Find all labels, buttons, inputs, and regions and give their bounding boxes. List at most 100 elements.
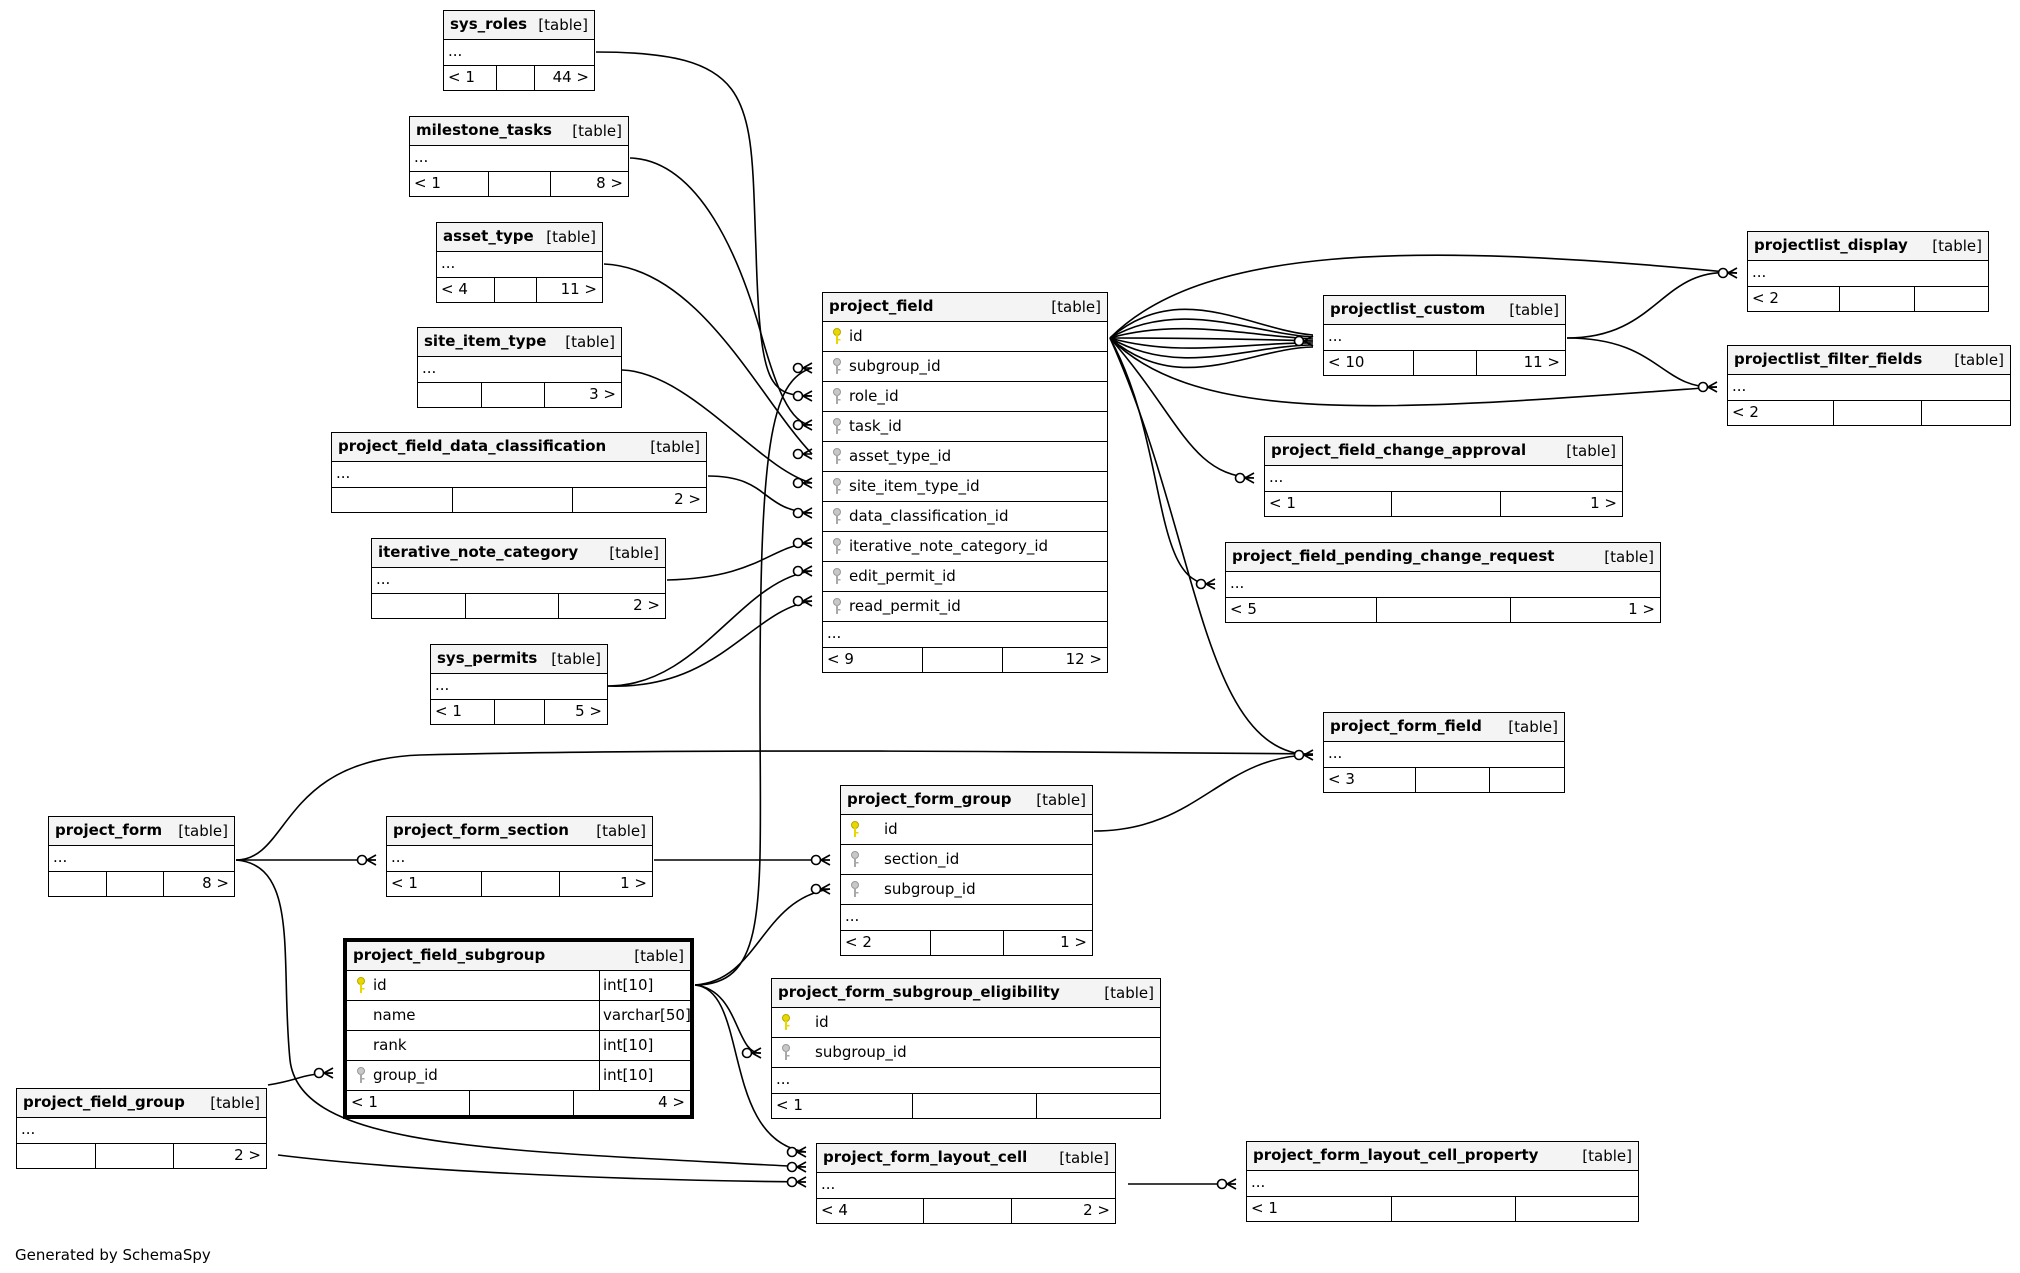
table-iterative-note-category[interactable]: iterative_note_category [table] ... 2 > xyxy=(371,538,666,619)
relationship-line xyxy=(666,542,813,581)
column-divider xyxy=(599,1031,600,1060)
relationship-line xyxy=(595,51,813,397)
table-project-form-group[interactable]: project_form_group [table] id section_id… xyxy=(840,785,1093,956)
table-project-form-field[interactable]: project_form_field [table] ... < 3 xyxy=(1323,712,1565,793)
cardinality-many-marker xyxy=(1216,1178,1237,1190)
footer-parents: < 3 xyxy=(1328,770,1355,788)
table-project-form-subgroup-eligibility[interactable]: project_form_subgroup_eligibility [table… xyxy=(771,978,1161,1119)
table-header: milestone_tasks [table] xyxy=(410,117,628,146)
table-projectlist-display[interactable]: projectlist_display [table] ... < 2 xyxy=(1747,231,1989,312)
ellipsis-row: ... xyxy=(817,1173,1115,1199)
cardinality-many-marker xyxy=(792,537,813,549)
foreign-key-icon xyxy=(782,1044,790,1060)
table-footer: < 4 11 > xyxy=(437,278,602,302)
column-row: iterative_note_category_id xyxy=(823,532,1107,562)
table-projectlist-filter-fields[interactable]: projectlist_filter_fields [table] ... < … xyxy=(1727,345,2011,426)
relationship-line xyxy=(1109,337,1255,479)
footer-children: 2 > xyxy=(633,596,660,614)
footer-parents: < 2 xyxy=(845,933,872,951)
relationship-line xyxy=(1109,254,1738,339)
footer-divider xyxy=(1413,351,1414,375)
column-type: int[10] xyxy=(603,976,654,994)
table-milestone-tasks[interactable]: milestone_tasks [table] ... < 1 8 > xyxy=(409,116,629,197)
table-asset-type[interactable]: asset_type [table] ... < 4 11 > xyxy=(436,222,603,303)
foreign-key-icon xyxy=(833,538,841,554)
table-project-field-group[interactable]: project_field_group [table] ... 2 > xyxy=(16,1088,267,1169)
table-project-form-layout-cell[interactable]: project_form_layout_cell [table] ... < 4… xyxy=(816,1143,1116,1224)
table-type: [table] xyxy=(551,650,601,668)
footer-divider xyxy=(1391,492,1392,516)
footer-children: 5 > xyxy=(575,702,602,720)
ellipsis-text: ... xyxy=(1251,1173,1266,1191)
table-project-field-pending-change-request[interactable]: project_field_pending_change_request [ta… xyxy=(1225,542,1661,623)
table-footer: < 1 1 > xyxy=(1265,492,1622,516)
foreign-key-icon xyxy=(833,598,841,614)
cardinality-many-marker xyxy=(810,883,831,895)
cardinality-many-marker xyxy=(792,419,813,431)
table-type: [table] xyxy=(538,16,588,34)
table-footer: < 9 12 > xyxy=(823,648,1107,672)
footer-divider xyxy=(481,872,482,896)
table-project-form-layout-cell-property[interactable]: project_form_layout_cell_property [table… xyxy=(1246,1141,1639,1222)
column-row: subgroup_id xyxy=(841,875,1092,905)
table-sys-roles[interactable]: sys_roles [table] ... < 1 44 > xyxy=(443,10,595,91)
relationship-line xyxy=(1093,754,1314,832)
table-header: project_form_layout_cell_property [table… xyxy=(1247,1142,1638,1171)
primary-key-icon xyxy=(851,821,859,837)
table-header: project_field_data_classification [table… xyxy=(332,433,706,462)
column-name: subgroup_id xyxy=(884,880,976,898)
table-project-field-data-classification[interactable]: project_field_data_classification [table… xyxy=(331,432,707,513)
table-header: asset_type [table] xyxy=(437,223,602,252)
footer-children: 11 > xyxy=(560,280,597,298)
table-project-form-section[interactable]: project_form_section [table] ... < 1 1 > xyxy=(386,816,653,897)
ellipsis-row: ... xyxy=(431,674,607,700)
table-type: [table] xyxy=(1954,351,2004,369)
footer-divider xyxy=(572,488,573,512)
column-row: name varchar[50] xyxy=(347,1001,691,1031)
column-row: section_id xyxy=(841,845,1092,875)
ellipsis-row: ... xyxy=(418,357,621,383)
table-header: project_form_subgroup_eligibility [table… xyxy=(772,979,1160,1008)
cardinality-many-marker xyxy=(1293,335,1314,347)
footer-divider xyxy=(1003,931,1004,955)
footer-divider xyxy=(1002,648,1003,672)
table-header: project_form [table] xyxy=(49,817,234,846)
table-project-form[interactable]: project_form [table] ... 8 > xyxy=(48,816,235,897)
footer-divider xyxy=(544,383,545,407)
table-type: [table] xyxy=(572,122,622,140)
relationship-line xyxy=(603,263,813,455)
footer-divider xyxy=(912,1094,913,1118)
table-header: iterative_note_category [table] xyxy=(372,539,665,568)
relationship-line xyxy=(694,888,831,986)
table-name: project_form_layout_cell xyxy=(823,1148,1028,1166)
table-footer: 2 > xyxy=(17,1144,266,1168)
relationship-line xyxy=(277,1154,807,1183)
table-type: [table] xyxy=(609,544,659,562)
foreign-key-icon xyxy=(357,1067,365,1083)
table-projectlist-custom[interactable]: projectlist_custom [table] ... < 10 11 > xyxy=(1323,295,1566,376)
ellipsis-text: ... xyxy=(1752,263,1767,281)
table-name: project_form_section xyxy=(393,821,569,839)
ellipsis-text: ... xyxy=(422,359,437,377)
footer-parents: < 1 xyxy=(1251,1199,1278,1217)
ellipsis-row: ... xyxy=(1226,572,1660,598)
footer-divider xyxy=(1476,351,1477,375)
table-header: project_field_group [table] xyxy=(17,1089,266,1118)
table-footer: 2 > xyxy=(372,594,665,618)
column-row: id xyxy=(823,322,1107,352)
table-footer: < 1 8 > xyxy=(410,172,628,196)
table-project-field[interactable]: project_field [table] id subgroup_id rol… xyxy=(822,292,1108,673)
table-sys-permits[interactable]: sys_permits [table] ... < 1 5 > xyxy=(430,644,608,725)
table-header: project_form_field [table] xyxy=(1324,713,1564,742)
table-type: [table] xyxy=(1059,1149,1109,1167)
column-divider xyxy=(599,1001,600,1030)
table-project-field-change-approval[interactable]: project_field_change_approval [table] ..… xyxy=(1264,436,1623,517)
table-header: site_item_type [table] xyxy=(418,328,621,357)
footer-divider xyxy=(496,66,497,90)
footer-divider xyxy=(494,700,495,724)
table-project-field-subgroup[interactable]: project_field_subgroup [table] id int[10… xyxy=(343,938,694,1119)
table-header: sys_roles [table] xyxy=(444,11,594,40)
ellipsis-row: ... xyxy=(1324,325,1565,351)
table-site-item-type[interactable]: site_item_type [table] ... 3 > xyxy=(417,327,622,408)
cardinality-many-marker xyxy=(792,477,813,489)
